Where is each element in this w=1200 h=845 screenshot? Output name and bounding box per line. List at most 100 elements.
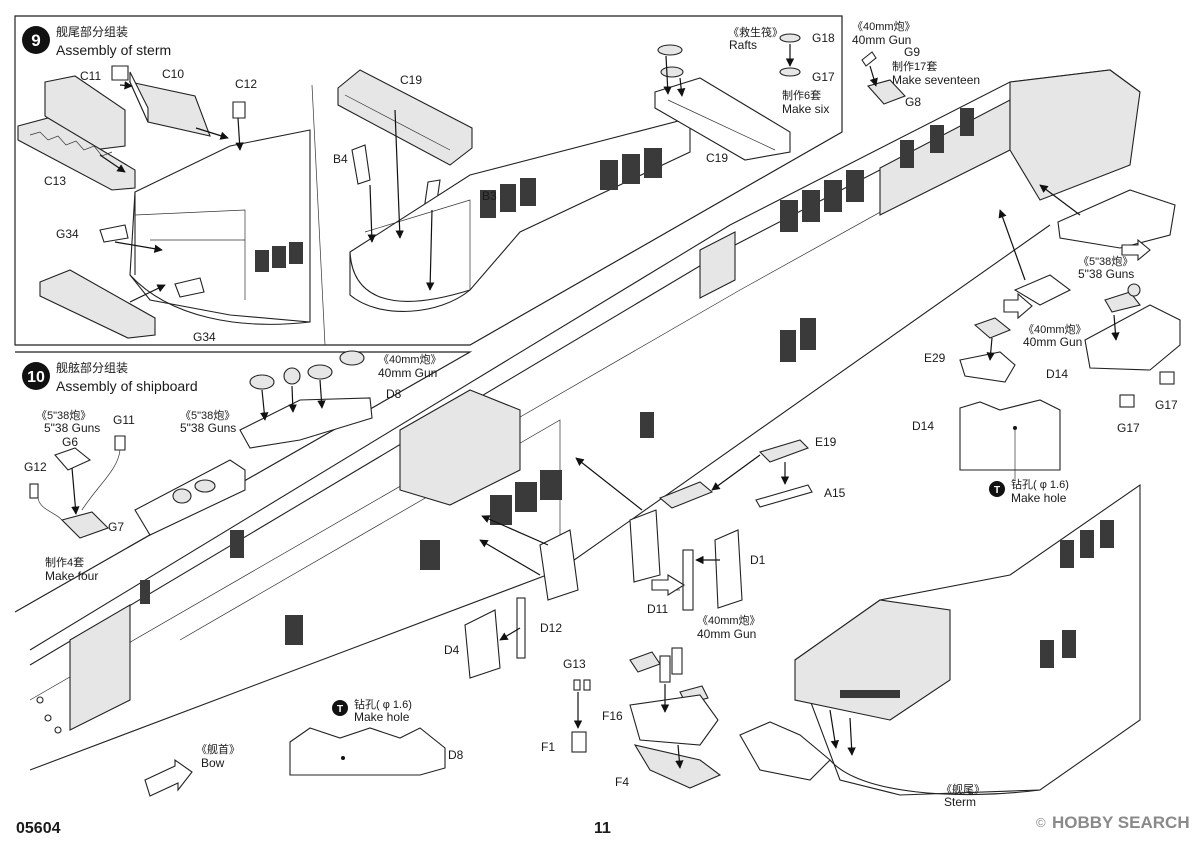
stern-hull-section — [129, 129, 311, 323]
label-hole-cn-left: 钻孔( φ 1.6) — [354, 697, 412, 711]
label-gun40-en-d8: 40mm Gun — [378, 366, 437, 380]
label-f4: F4 — [615, 775, 629, 789]
stern-lower-deck — [794, 599, 951, 721]
part-d4 — [464, 609, 501, 679]
page-number: 11 — [594, 820, 611, 837]
part-g13-a — [573, 679, 581, 691]
label-make17-en: Make seventeen — [892, 73, 980, 87]
label-gun40-cn-d8: 《40mm炮》 — [378, 353, 442, 366]
gun-40mm-subassembly-top — [861, 51, 906, 105]
gun-direction-arrow — [1121, 238, 1151, 262]
part-g17-right — [1159, 371, 1175, 385]
step-9-border — [14, 15, 843, 346]
label-f16: F16 — [602, 709, 623, 723]
part-e19 — [758, 439, 809, 463]
boat-on-hull — [658, 481, 714, 509]
part-g7 — [60, 511, 110, 539]
label-gun40-cn-right: 《40mm炮》 — [1023, 323, 1087, 336]
label-make-six-en: Make six — [782, 102, 829, 116]
label-make17-cn: 制作17套 — [892, 60, 937, 73]
step-9-frame — [14, 15, 843, 346]
label-bow-en: Bow — [201, 756, 225, 770]
step-9-header: 9 舰尾部分组装 Assembly of sterm — [22, 24, 171, 58]
raft-part-2 — [660, 66, 684, 78]
label-d1: D1 — [750, 553, 766, 567]
label-c12: C12 — [235, 77, 257, 91]
part-d1 — [714, 529, 743, 609]
e29-direction-arrow — [1003, 292, 1033, 320]
label-g17-right: G17 — [1155, 398, 1178, 412]
part-stern-strip — [39, 269, 156, 339]
watermark-text: HOBBY SEARCH — [1052, 813, 1190, 832]
step-9-badge — [22, 26, 50, 54]
deck-gun-tubs — [134, 350, 373, 536]
d8-gun-tub — [239, 397, 373, 449]
label-make-four-cn: 制作4套 — [45, 556, 84, 569]
gun-538-left-subassembly — [29, 435, 126, 539]
label-rafts-en: Rafts — [729, 38, 757, 52]
label-sterm-en: Sterm — [944, 795, 976, 809]
hull-bulkhead-2 — [399, 389, 521, 506]
part-c19-rafts — [654, 77, 791, 161]
direction-arrows — [144, 238, 1151, 797]
label-d4: D4 — [444, 643, 460, 657]
part-g17-raft — [779, 67, 801, 77]
part-g11 — [114, 435, 126, 451]
hull-vents — [140, 108, 974, 645]
part-e29 — [959, 351, 1016, 383]
right-gun-subassemblies — [959, 184, 1181, 408]
label-hole-en-right: Make hole — [1011, 491, 1067, 505]
part-b4 — [351, 144, 371, 185]
label-b3: B3 — [482, 189, 497, 203]
label-g17-raft: G17 — [812, 70, 835, 84]
part-g34-upper — [99, 224, 129, 243]
part-g17-lower — [1119, 394, 1135, 408]
label-d14-panel: D14 — [912, 419, 934, 433]
page-footer: 05604 11 © HOBBY SEARCH — [16, 813, 1190, 837]
sponson-2 — [629, 509, 661, 583]
label-g7: G7 — [108, 520, 124, 534]
label-gun40-en-right: 40mm Gun — [1023, 335, 1082, 349]
raft-part-1 — [657, 44, 683, 56]
part-f4 — [633, 744, 722, 789]
part-g13-b — [583, 679, 591, 691]
sponson-parts — [464, 457, 743, 679]
gun-40mm-lower-subassembly — [571, 647, 722, 789]
hole-icons: T T — [332, 481, 1005, 716]
label-gun538-cn-left: 《5"38炮》 — [36, 409, 91, 422]
deck-gun-mount — [1013, 274, 1072, 306]
stern-assembly-lower-right — [739, 483, 1141, 796]
label-f1: F1 — [541, 740, 555, 754]
bow-details — [36, 696, 62, 734]
label-gun538-en-mid: 5"38 Guns — [180, 421, 236, 435]
part-g18 — [779, 33, 801, 43]
bow-direction-arrow — [144, 758, 193, 797]
stern-assembly-right — [337, 69, 691, 312]
d11-direction-arrow — [651, 574, 686, 596]
launch-parts — [658, 439, 813, 509]
label-c19-rafts: C19 — [706, 151, 728, 165]
part-labels: C11 C10 C12 C13 G34 G34 C19 B4 B3 《救生筏》 … — [24, 20, 1178, 809]
part-g6 — [54, 447, 92, 471]
d14-panel — [959, 399, 1061, 480]
label-gun40-en-lower: 40mm Gun — [697, 627, 756, 641]
label-gun40-cn-top: 《40mm炮》 — [852, 20, 916, 33]
label-c13: C13 — [44, 174, 66, 188]
part-g12 — [29, 483, 39, 499]
label-g6: G6 — [62, 435, 78, 449]
label-d8-panel: D8 — [448, 748, 464, 762]
part-c12 — [232, 101, 246, 119]
label-g11: G11 — [113, 413, 135, 427]
label-a15: A15 — [824, 486, 846, 500]
part-d11 — [682, 549, 694, 611]
label-g34-upper: G34 — [56, 227, 79, 241]
watermark-copyright: © — [1036, 815, 1046, 830]
part-g34-lower — [174, 277, 205, 298]
step-10-badge — [22, 362, 50, 390]
product-code: 05604 — [16, 820, 61, 837]
stern-hull-right — [349, 117, 691, 312]
label-make-four-en: Make four — [45, 569, 98, 583]
part-f16 — [629, 694, 719, 746]
